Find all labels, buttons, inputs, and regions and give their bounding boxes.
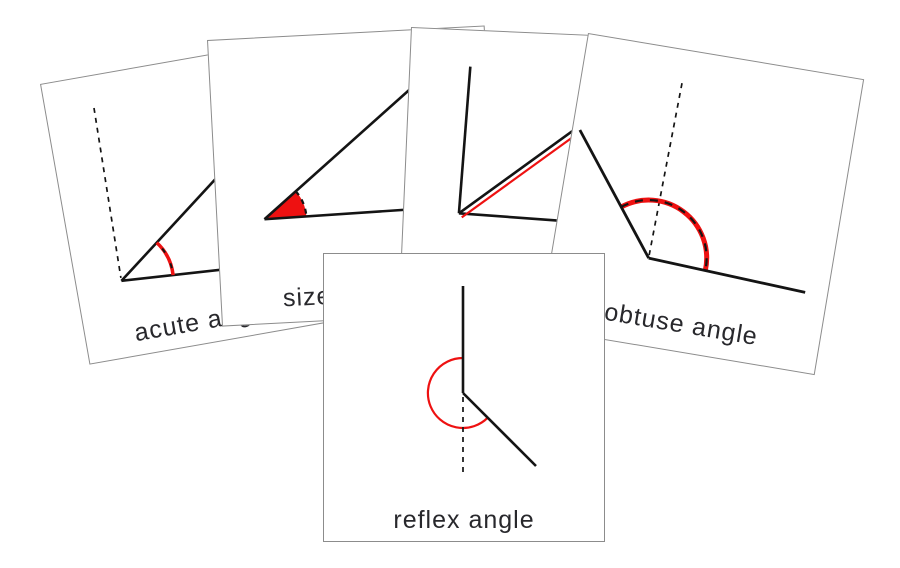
reflex-angle-diagram bbox=[426, 286, 537, 475]
obtuse-angle-card: obtuse angle bbox=[538, 33, 865, 376]
reflex-angle-card: reflex angle bbox=[323, 253, 605, 542]
card-caption: reflex angle bbox=[393, 506, 535, 534]
obtuse-angle-diagram bbox=[578, 83, 806, 294]
